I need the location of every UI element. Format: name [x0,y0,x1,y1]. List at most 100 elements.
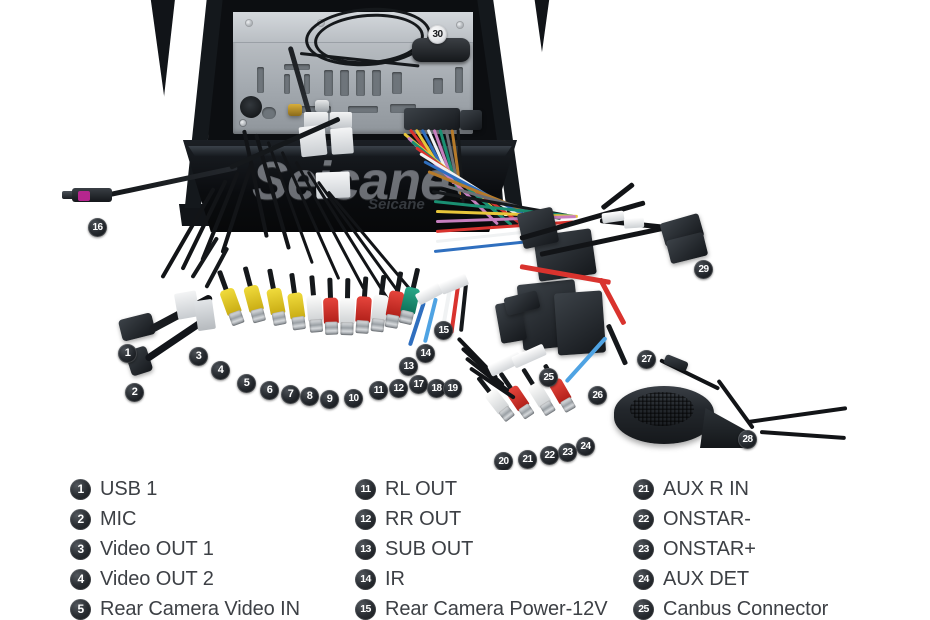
microphone-grille [630,392,694,426]
legend-label-15: Rear Camera Power-12V [385,597,608,620]
chassis-vent-slot [372,70,381,96]
rca-ring [250,307,267,324]
chassis-vent-slot [262,107,276,119]
callout-badge-25: 25 [539,368,558,387]
callout-badge-17: 17 [409,375,428,394]
antenna-sma-connector [288,104,302,116]
inline-connector [623,217,645,229]
callout-badge-23: 23 [558,443,577,462]
legend-badge-14: 14 [355,568,376,590]
legend-label-23: ONSTAR+ [663,537,756,560]
rca-ring [309,318,324,333]
callout-badge-28: 28 [738,430,757,449]
legend-badge-24: 24 [633,568,654,590]
callout-badge-9: 9 [320,390,339,409]
chassis-vent-slot [257,67,264,93]
legend-item-15: 15 Rear Camera Power-12V [355,594,608,620]
white-signal-connector [330,112,352,128]
callout-badge-2: 2 [125,383,144,402]
callout-badge-30: 30 [428,25,447,44]
legend-badge-25: 25 [633,598,654,620]
product-photo: Seicane Seicane [62,0,848,470]
callout-badge-12: 12 [389,379,408,398]
legend-badge-1: 1 [70,478,91,500]
legend-badge-5: 5 [70,598,91,620]
legend-label-24: AUX DET [663,567,749,590]
legend-item-23: 23 ONSTAR+ [633,534,828,564]
legend-label-1: USB 1 [100,477,158,500]
legend-label-3: Video OUT 1 [100,537,214,560]
rca-ring [370,317,385,333]
rca-ring [291,315,307,331]
legend-badge-3: 3 [70,538,91,560]
callout-badge-5: 5 [237,374,256,393]
chassis-vent-slot [390,104,416,113]
callout-badge-27: 27 [637,350,656,369]
callout-badge-19: 19 [443,379,462,398]
callout-badge-29: 29 [694,260,713,279]
rca-barrel [339,298,355,325]
legend-item-11: 11 RL OUT [355,474,607,504]
legend-badge-2: 2 [70,508,91,530]
rca-ring [355,320,370,334]
legend-badge-4: 4 [70,568,91,590]
legend-label-21: AUX R IN [663,477,749,500]
chassis-vent-slot [340,70,349,96]
rca-barrel [323,297,339,324]
chassis-vent-slot [348,106,378,113]
legend-badge-12: 12 [355,508,376,530]
legend-badge-23: 23 [633,538,654,560]
rca-barrel [355,296,372,323]
callout-badge-10: 10 [344,389,363,408]
callout-badge-11: 11 [369,381,388,400]
chassis-vent-slot [324,70,333,96]
video-out-plug [193,298,217,332]
legend-item-21: 21 AUX R IN [633,474,828,504]
chassis-vent-slot [356,70,365,96]
legend-label-22: ONSTAR- [663,507,751,530]
callout-badge-22: 22 [540,446,559,465]
usb-jack [240,96,262,118]
callout-badge-14: 14 [416,344,435,363]
fakra-connector-tip [62,191,74,199]
legend-item-3: 3 Video OUT 1 [70,534,300,564]
legend-item-14: 14 IR [355,564,607,594]
legend-label-12: RR OUT [385,507,462,530]
callout-badge-8: 8 [300,387,319,406]
legend-item-5: 5 Rear Camera Video IN [70,594,300,620]
chassis-screw [246,20,252,26]
camera-power-lead [458,283,468,332]
rca-ring [384,313,400,329]
iso-speaker-connector [460,110,482,130]
legend-badge-21: 21 [633,478,654,500]
microphone-puck [614,386,714,444]
callout-badge-18: 18 [427,379,446,398]
legend-item-2: 2 MIC [70,504,300,534]
callout-badge-26: 26 [588,386,607,405]
rca-ring [398,309,415,326]
legend-badge-11: 11 [355,478,376,500]
legend-item-1: 1 USB 1 [70,474,300,504]
legend-label-14: IR [385,567,405,590]
legend-badge-15: 15 [355,598,376,620]
iso-power-connector [404,108,460,130]
callout-badge-13: 13 [399,357,418,376]
fakra-connector-key [78,191,90,201]
callout-badge-7: 7 [281,385,300,404]
legend-label-11: RL OUT [385,477,457,500]
legend-label-25: Canbus Connector [663,597,829,620]
legend-label-5: Rear Camera Video IN [100,597,300,620]
callout-badge-3: 3 [189,347,208,366]
inline-connector [330,127,354,155]
callout-badge-24: 24 [576,437,595,456]
legend-badge-13: 13 [355,538,376,560]
legend-label-2: MIC [100,507,137,530]
canbus-power-wire [605,323,629,366]
legend-item-25: 25 Canbus Connector [633,594,828,620]
